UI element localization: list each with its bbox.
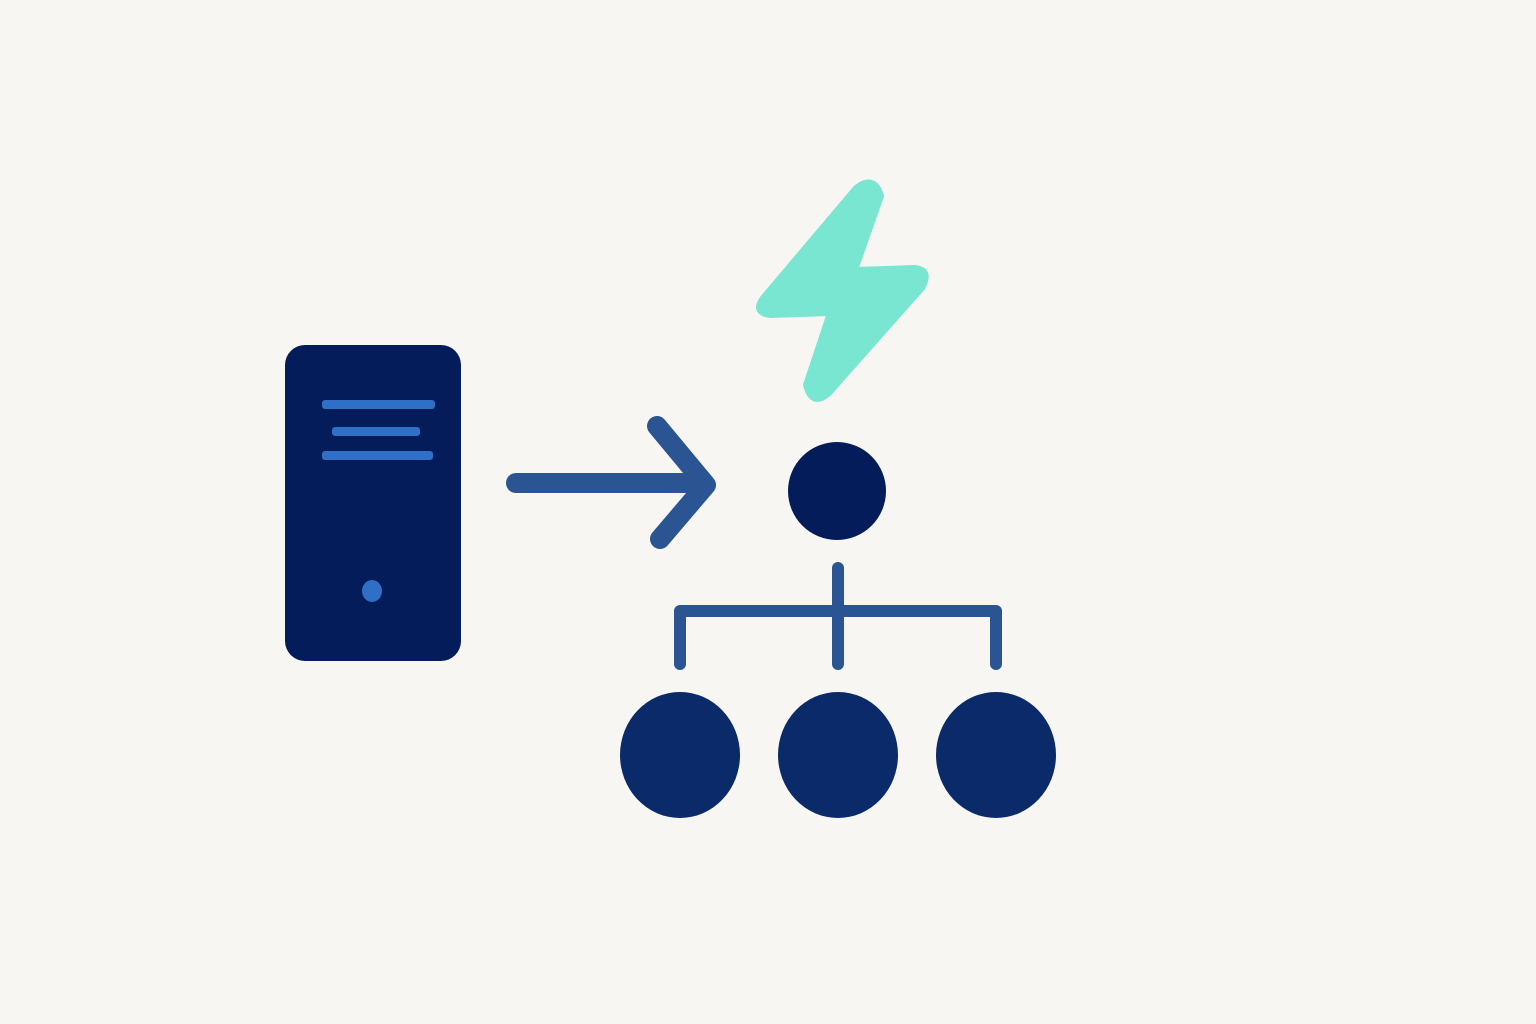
child-node <box>620 692 740 818</box>
lightning-bolt-icon <box>756 179 929 402</box>
child-node <box>936 692 1056 818</box>
server-body <box>285 345 461 661</box>
arrow-right-icon <box>506 416 716 549</box>
hierarchy-tree-icon <box>620 442 1056 818</box>
root-node <box>788 442 886 540</box>
server-slot-line <box>332 427 420 436</box>
child-node <box>778 692 898 818</box>
server-slot-line <box>322 451 433 460</box>
arrow-head <box>647 416 716 549</box>
tree-connectors <box>674 562 1002 670</box>
server-slot-line <box>322 400 435 409</box>
server-power-button <box>362 580 382 602</box>
connector-branch <box>674 605 1002 670</box>
server-icon <box>285 345 461 661</box>
